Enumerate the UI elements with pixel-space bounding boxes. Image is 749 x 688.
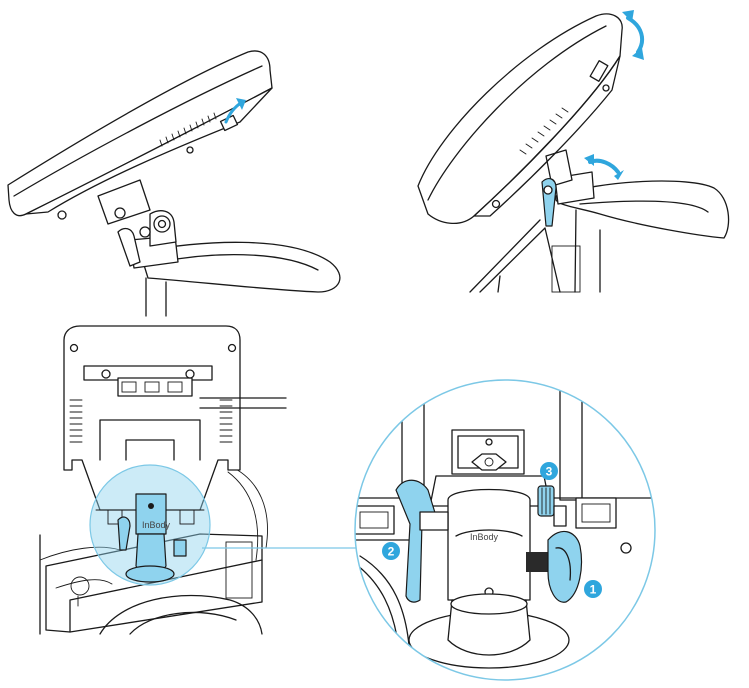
panel-tilt-view <box>417 10 730 293</box>
callout-3-label: 3 <box>546 465 553 479</box>
callout-1-label: 1 <box>590 583 597 597</box>
magnifier-ring <box>354 379 656 681</box>
callout-1-badge: 1 <box>584 580 602 598</box>
curved-double-arrow-icon <box>622 10 645 60</box>
panel-rear-view: InBody <box>39 325 287 635</box>
svg-text:InBody: InBody <box>142 520 171 530</box>
callout-2-label: 2 <box>388 545 395 559</box>
brand-label: InBody <box>470 532 499 542</box>
horizontal-double-arrow-icon <box>584 154 624 180</box>
callout-3-badge: 3 <box>540 462 558 480</box>
panel-side-view <box>7 50 341 317</box>
callout-2-badge: 2 <box>382 542 400 560</box>
panel-magnified-detail: InBody <box>354 379 656 681</box>
